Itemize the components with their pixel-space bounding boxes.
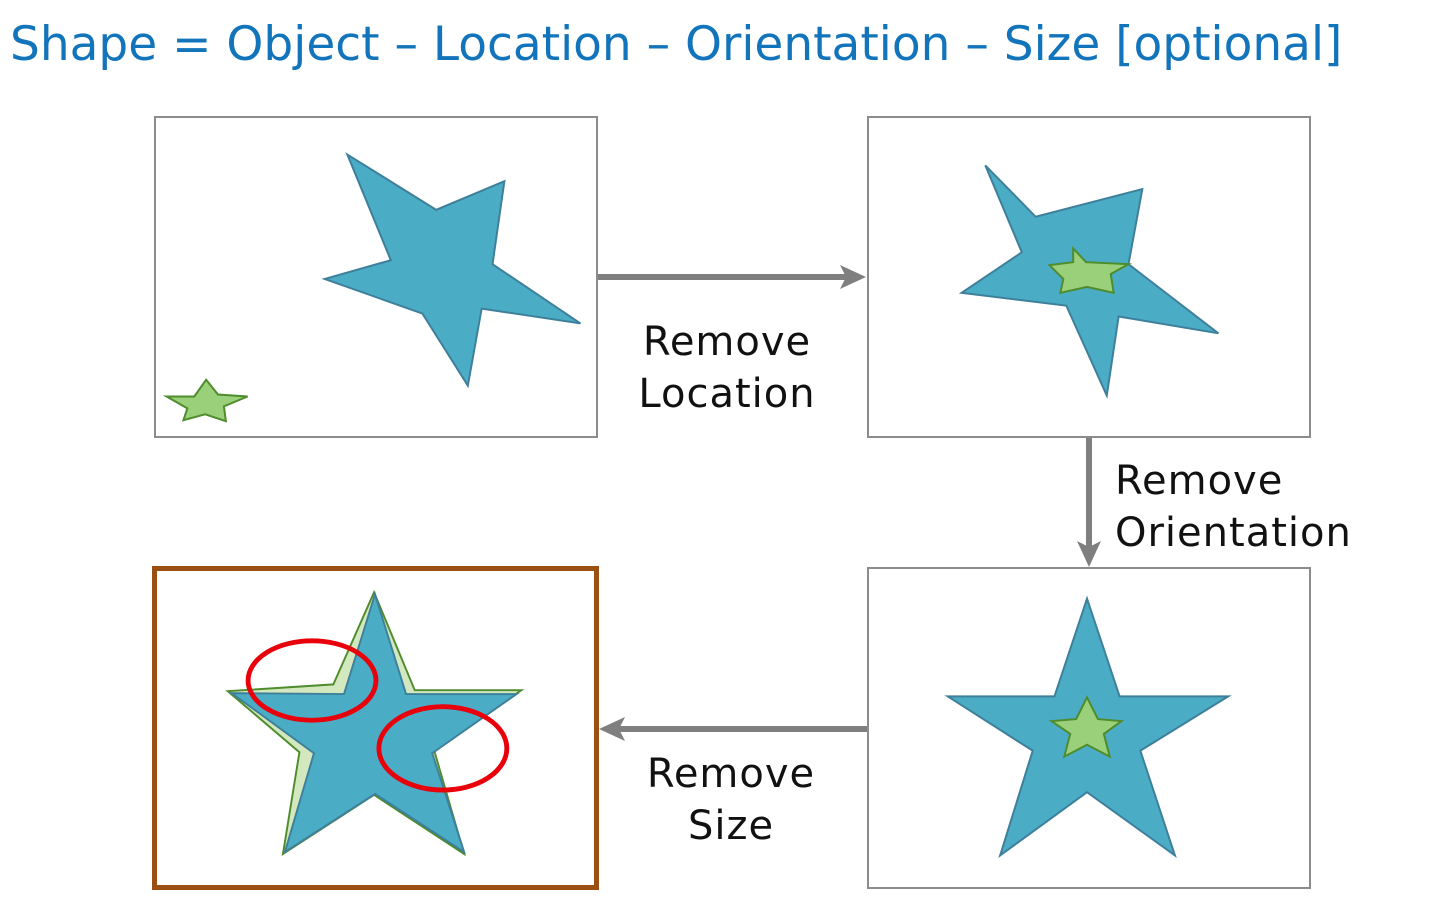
large-star-icon: [228, 590, 520, 855]
step-label-line1: Remove: [646, 751, 816, 797]
small-star-icon: [1047, 245, 1133, 295]
step-label-line2: Orientation: [1115, 510, 1352, 556]
difference-ellipse-icon: [376, 704, 510, 793]
arrow-left-icon: [599, 717, 867, 741]
panel-size-removed-canvas: [225, 589, 525, 857]
arrow-right-icon: [598, 265, 866, 289]
step-label-remove-size: Remove Size: [620, 748, 842, 852]
arrow-down-icon: [1077, 438, 1101, 567]
panel-location-removed: [867, 116, 1311, 438]
step-label-remove-location: Remove Location: [616, 316, 838, 420]
panel-original-canvas: [162, 152, 581, 423]
step-label-line2: Location: [638, 371, 816, 417]
step-label-line1: Remove: [1115, 458, 1284, 504]
step-label-line2: Size: [687, 803, 775, 849]
step-label-line1: Remove: [642, 319, 812, 365]
panel-orientation-removed-canvas: [944, 595, 1232, 858]
small-star-icon: [1048, 695, 1125, 759]
slide-title: Shape = Object – Location – Orientation …: [10, 17, 1343, 72]
panel-original: [154, 116, 598, 438]
panel-size-removed: [152, 566, 599, 890]
large-star-icon: [321, 152, 581, 389]
panel-orientation-removed: [867, 567, 1311, 889]
difference-ellipse-icon: [245, 638, 379, 723]
step-label-remove-orientation: Remove Orientation: [1115, 455, 1435, 559]
panel-location-removed-canvas: [958, 164, 1219, 399]
small-star-icon: [162, 378, 248, 423]
